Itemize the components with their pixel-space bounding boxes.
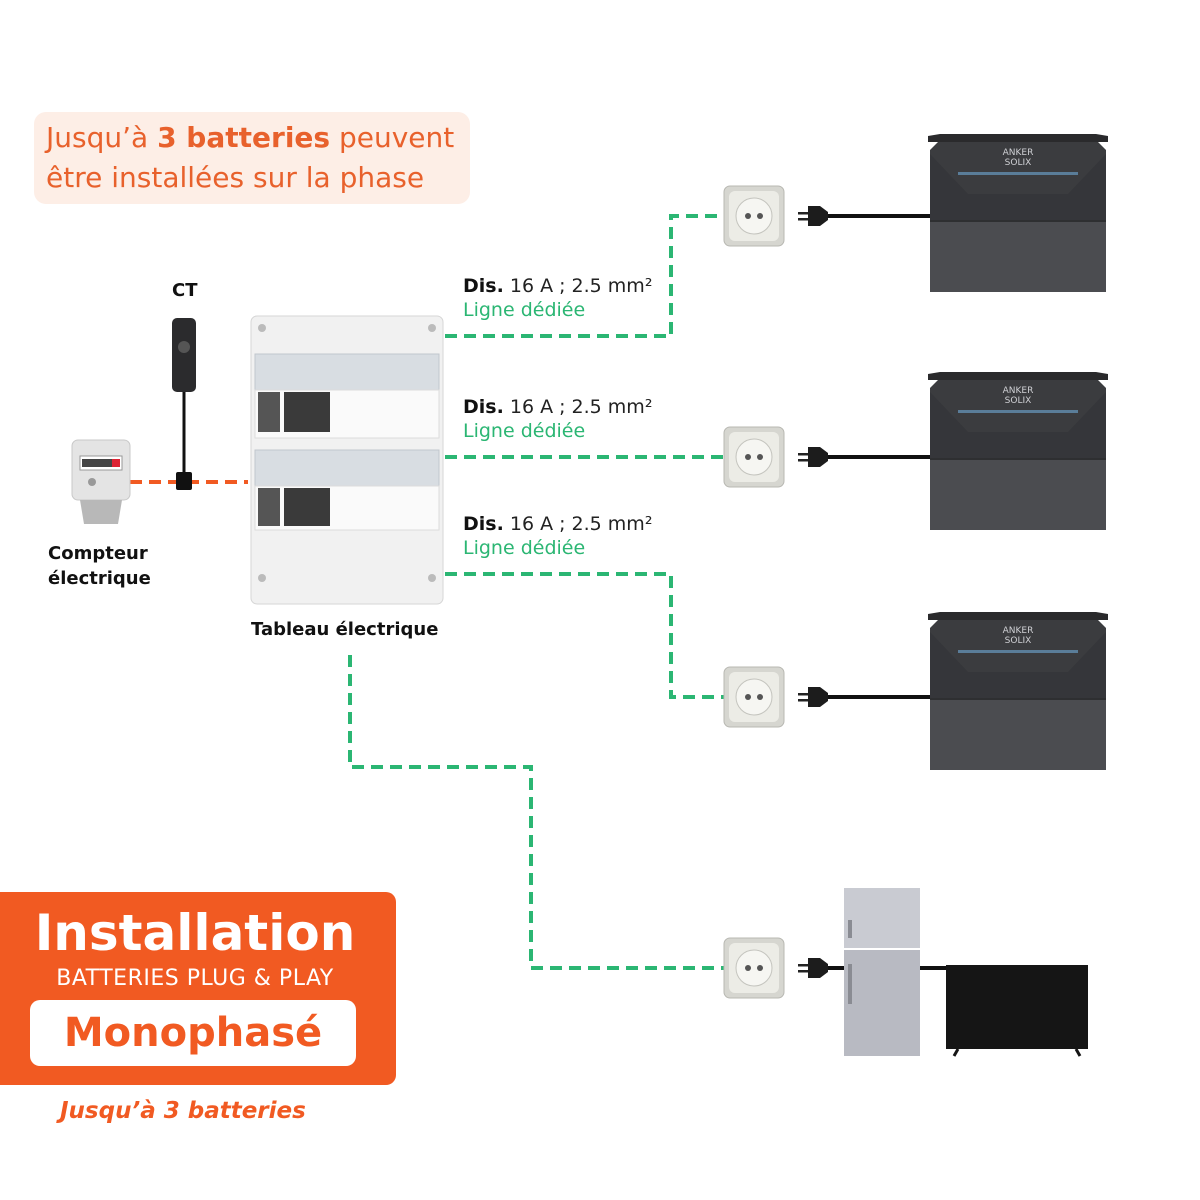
circuit-1-dedicated: Ligne dédiée [463,299,586,321]
panel-label: Tableau électrique [251,619,439,640]
circuit-1-breaker: Dis. [463,275,504,297]
meter-label: Compteur électrique [48,541,151,591]
battery-cable-3 [798,687,930,707]
tv-icon [946,965,1088,1057]
battery-cable-1 [798,206,930,226]
battery-cable-2 [798,447,930,467]
badge-pill: Monophasé [30,1000,356,1066]
circuit-spec-3: Dis. 16 A ; 2.5 mm² Ligne dédiée [463,512,652,560]
badge-subtitle: BATTERIES PLUG & PLAY [56,966,334,991]
electrical-panel [250,315,444,605]
callout-text: Jusqu’à 3 batteries peuvent être install… [46,118,454,198]
footnote: Jusqu’à 3 batteries [60,1098,306,1124]
battery-3-brand: ANKER [1002,626,1034,636]
battery-1-brand: ANKER [1002,148,1034,158]
electric-meter [71,439,131,524]
wall-socket-4 [723,937,785,999]
ct-clamp [172,318,196,490]
callout-line2: être installées sur la phase [46,161,425,194]
badge-title: Installation [34,904,356,962]
circuit-2-rating: 16 A ; 2.5 mm² [503,396,653,418]
battery-3-model: SOLIX [1004,636,1032,646]
circuit-2-breaker: Dis. [463,396,504,418]
meter-label-line2: électrique [48,568,151,589]
battery-1-model: SOLIX [1004,158,1032,168]
wall-socket-1 [723,185,785,247]
appliance-line [348,655,724,970]
circuit-spec-2: Dis. 16 A ; 2.5 mm² Ligne dédiée [463,395,652,443]
circuit-3-rating: 16 A ; 2.5 mm² [503,513,653,535]
callout-box [34,112,470,204]
fridge-icon [844,888,920,1056]
callout-line1-end: peuvent [330,121,455,154]
callout-highlight: 3 batteries [157,121,331,154]
circuit-3-dedicated: Ligne dédiée [463,537,586,559]
callout-line1-start: Jusqu’à [46,121,158,154]
wall-socket-3 [723,666,785,728]
meter-label-line1: Compteur [48,543,148,564]
circuit-spec-1: Dis. 16 A ; 2.5 mm² Ligne dédiée [463,274,652,322]
circuit-3-breaker: Dis. [463,513,504,535]
circuit-line-3 [445,572,724,699]
wall-socket-2 [723,426,785,488]
battery-2-model: SOLIX [1004,396,1032,406]
ct-label: CT [172,280,198,301]
circuit-1-rating: 16 A ; 2.5 mm² [503,275,653,297]
circuit-2-dedicated: Ligne dédiée [463,420,586,442]
battery-2-brand: ANKER [1002,386,1034,396]
circuit-line-1 [445,214,724,338]
